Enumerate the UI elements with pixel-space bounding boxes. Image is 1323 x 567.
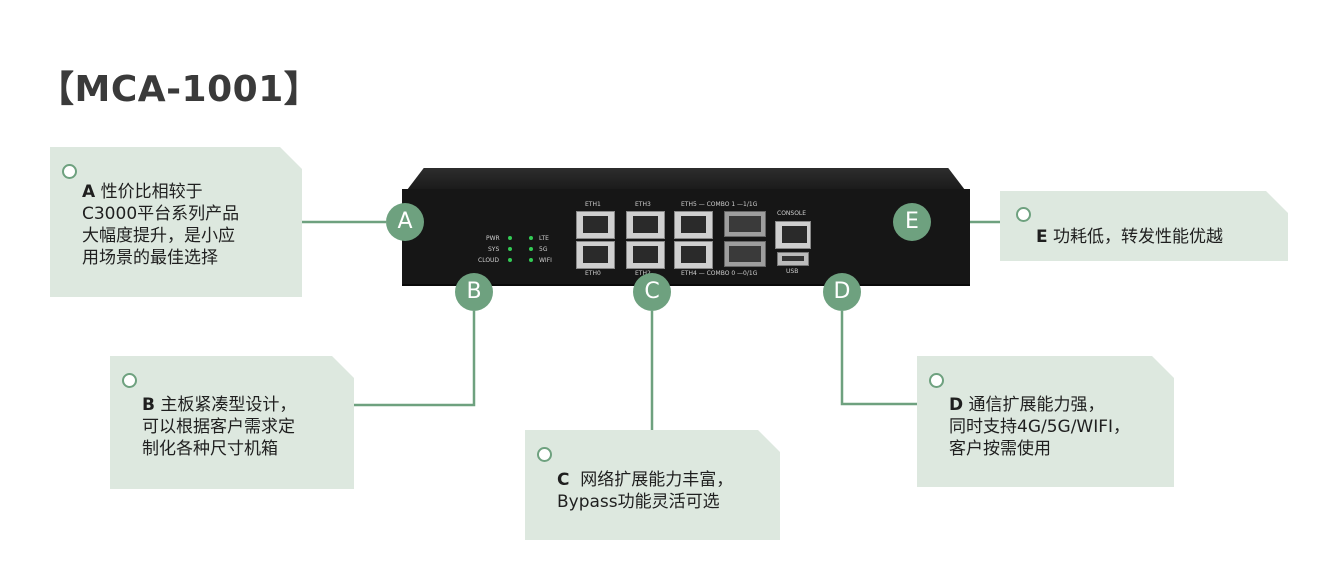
led-label-lte: LTE <box>539 235 549 242</box>
router-device: PWR SYS CLOUD LTE 5G WIFI ETH1 ETH3 ETH5… <box>402 189 970 286</box>
device-top-panel <box>407 168 965 190</box>
bullet-dot <box>1016 207 1031 222</box>
eth3-port <box>626 211 665 239</box>
callout-c-key: C <box>557 470 570 490</box>
led-5g <box>529 247 533 251</box>
led-label-sys: SYS <box>488 246 500 253</box>
marker-e: E <box>893 203 931 241</box>
callout-d-line-1: 通信扩展能力强， <box>968 395 1105 415</box>
marker-a: A <box>386 203 424 241</box>
eth2-port <box>626 241 665 269</box>
callout-a: A 性价比相较于 C3000平台系列产品 大幅度提升，是小应 用场景的最佳选择 <box>50 147 302 297</box>
port-label-eth5: ETH5 — COMBO 1 —1/1G <box>681 201 758 208</box>
bullet-dot <box>122 373 137 388</box>
port-label-eth3: ETH3 <box>635 201 651 208</box>
led-wifi <box>529 258 533 262</box>
eth0-port <box>576 241 615 269</box>
callout-b-key: B <box>142 395 155 415</box>
eth1-port <box>576 211 615 239</box>
callout-e-key: E <box>1036 227 1048 247</box>
led-label-pwr: PWR <box>486 235 500 242</box>
led-label-cloud: CLOUD <box>478 257 500 264</box>
led-cloud <box>508 258 512 262</box>
eth5-port <box>674 211 713 239</box>
port-label-eth4: ETH4 — COMBO 0 —0/1G <box>681 270 758 277</box>
connector-b <box>354 311 476 407</box>
callout-e: E 功耗低，转发性能优越 <box>1000 191 1288 261</box>
bullet-dot <box>929 373 944 388</box>
eth4-port <box>674 241 713 269</box>
led-pwr <box>508 236 512 240</box>
bullet-dot <box>537 447 552 462</box>
callout-a-line-2: C3000平台系列产品 <box>82 204 240 224</box>
port-label-eth2: ETH2 <box>635 270 651 277</box>
sfp-port-0 <box>724 241 766 267</box>
marker-c: C <box>633 273 671 311</box>
port-label-usb: USB <box>786 268 799 275</box>
led-label-wifi: WIFI <box>539 257 552 264</box>
callout-a-line-4: 用场景的最佳选择 <box>82 248 218 268</box>
callout-d-line-3: 客户按需使用 <box>949 439 1051 459</box>
callout-b-line-2: 可以根据客户需求定 <box>142 417 295 437</box>
port-label-eth1: ETH1 <box>585 201 601 208</box>
callout-b-line-1: 主板紧凑型设计， <box>160 395 297 415</box>
callout-a-key: A <box>82 182 96 202</box>
led-sys <box>508 247 512 251</box>
led-label-5g: 5G <box>539 246 548 253</box>
marker-d: D <box>823 273 861 311</box>
port-label-eth0: ETH0 <box>585 270 601 277</box>
led-lte <box>529 236 533 240</box>
sfp-port-1 <box>724 211 766 237</box>
callout-e-line-1: 功耗低，转发性能优越 <box>1053 227 1224 247</box>
bullet-dot <box>62 164 77 179</box>
callout-a-line-1: 性价比相较于 <box>100 182 203 202</box>
connector-d <box>840 311 918 406</box>
callout-d-key: D <box>949 395 964 415</box>
port-label-console: CONSOLE <box>777 210 807 217</box>
console-port <box>775 221 811 249</box>
marker-b: B <box>455 273 493 311</box>
callout-b-line-3: 制化各种尺寸机箱 <box>142 439 278 459</box>
callout-c-line-2: Bypass功能灵活可选 <box>557 492 720 512</box>
callout-c-line-1: 网络扩展能力丰富， <box>580 470 734 490</box>
callout-a-line-3: 大幅度提升，是小应 <box>82 226 235 246</box>
usb-port <box>777 252 809 266</box>
page-title: 【MCA-1001】 <box>38 69 321 110</box>
callout-c: C 网络扩展能力丰富， Bypass功能灵活可选 <box>525 430 780 540</box>
callout-b: B 主板紧凑型设计， 可以根据客户需求定 制化各种尺寸机箱 <box>110 356 354 489</box>
callout-d-line-2: 同时支持4G/5G/WIFI， <box>949 417 1131 437</box>
callout-d: D 通信扩展能力强， 同时支持4G/5G/WIFI， 客户按需使用 <box>917 356 1174 487</box>
